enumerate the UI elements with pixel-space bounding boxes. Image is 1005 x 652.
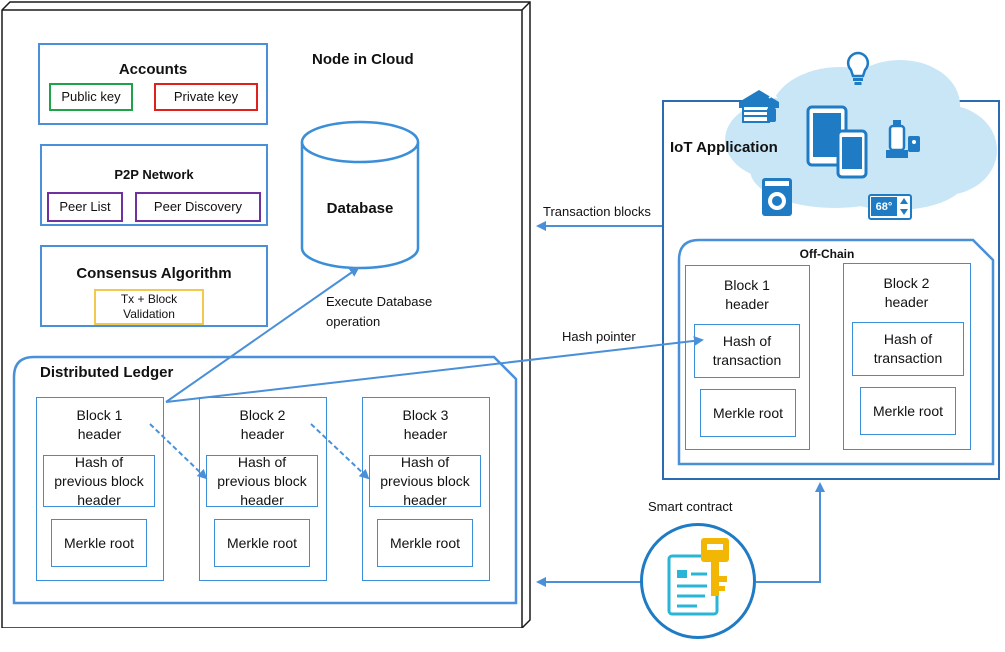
peer-list-box: Peer List — [47, 192, 123, 222]
accounts-panel: Accounts Public key Private key — [38, 43, 268, 125]
ledger-block-header: Block 2 header — [239, 407, 286, 442]
peer-discovery-box: Peer Discovery — [135, 192, 261, 222]
prev-hash-box: Hash of previous block header — [206, 454, 318, 508]
database-label: Database — [326, 200, 394, 217]
iot-title: IoT Application — [670, 139, 778, 156]
offchain-block-1: Block 1 header Hash of transaction Merkl… — [685, 265, 810, 450]
tablet-phone-icon — [806, 105, 868, 179]
thermostat-reading: 68° — [871, 197, 897, 216]
p2p-title: P2P Network — [114, 167, 194, 182]
smart-contract-icon — [640, 523, 756, 639]
public-key-box: Public key — [49, 83, 133, 111]
off-chain-title: Off-Chain — [799, 247, 855, 261]
chain-arrow-1-2 — [149, 423, 208, 480]
validation-line1: Tx + Block — [120, 292, 178, 306]
transaction-hash-box: Hash of transaction — [852, 322, 964, 376]
private-key-box: Private key — [154, 83, 258, 111]
appliance-icon — [886, 120, 920, 158]
offchain-block-header: Block 2 header — [883, 275, 930, 310]
merkle-root-box: Merkle root — [860, 387, 956, 435]
ledger-block-2: Block 2 header Hash of previous block he… — [199, 397, 327, 581]
ledger-block-header: Block 3 header — [402, 407, 449, 442]
transaction-hash-box: Hash of transaction — [694, 324, 800, 378]
merkle-root-box: Merkle root — [51, 519, 147, 567]
thermostat-arrows-icon — [900, 198, 908, 215]
offchain-block-header: Block 1 header — [724, 277, 770, 312]
contract-to-iot-arrow — [756, 482, 825, 583]
washing-machine-icon — [762, 178, 792, 216]
garage-icon — [739, 90, 779, 123]
hash-pointer-arrow — [165, 335, 704, 403]
database-cylinder: Database — [298, 118, 422, 273]
hash-pointer-label: Hash pointer — [562, 329, 636, 344]
node-title: Node in Cloud — [312, 51, 414, 68]
merkle-root-box: Merkle root — [214, 519, 310, 567]
key-icon — [701, 538, 729, 596]
consensus-panel: Consensus Algorithm Tx + Block Validatio… — [40, 245, 268, 327]
ledger-block-1: Block 1 header Hash of previous block he… — [36, 397, 164, 581]
consensus-title: Consensus Algorithm — [76, 265, 232, 282]
contract-document-icon — [667, 538, 729, 616]
ledger-block-header: Block 1 header — [76, 407, 123, 442]
merkle-root-box: Merkle root — [377, 519, 473, 567]
thermostat-icon: 68° — [868, 194, 912, 220]
transaction-blocks-label: Transaction blocks — [543, 204, 651, 219]
execute-db-arrow — [165, 266, 360, 403]
ledger-title: Distributed Ledger — [40, 364, 174, 381]
chain-arrow-2-3 — [310, 423, 370, 480]
validation-line2: Validation — [123, 307, 175, 321]
smart-contract-label: Smart contract — [648, 499, 733, 514]
execute-db-label: Execute Database operation — [326, 294, 433, 329]
merkle-root-box: Merkle root — [700, 389, 796, 437]
lightbulb-icon — [846, 51, 870, 85]
ledger-block-3: Block 3 header Hash of previous block he… — [362, 397, 490, 581]
offchain-block-2: Block 2 header Hash of transaction Merkl… — [843, 263, 971, 450]
accounts-title: Accounts — [118, 61, 188, 78]
prev-hash-box: Hash of previous block header — [369, 454, 481, 508]
database-shape — [300, 120, 420, 270]
p2p-network-panel: P2P Network Peer List Peer Discovery — [40, 144, 268, 226]
prev-hash-box: Hash of previous block header — [43, 454, 155, 508]
validation-box: Tx + Block Validation — [94, 289, 204, 325]
